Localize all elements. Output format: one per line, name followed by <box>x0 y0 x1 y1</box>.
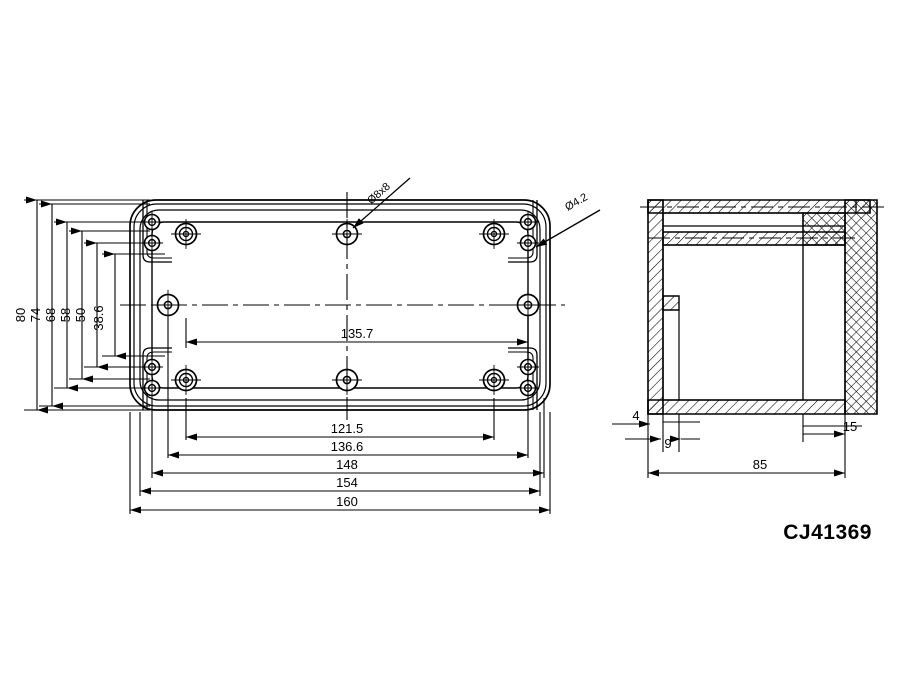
part-number: CJ41369 <box>783 521 872 544</box>
centre-lines <box>120 192 565 420</box>
dim-50-label: 50 <box>73 308 88 322</box>
dim-148-label: 148 <box>336 457 358 472</box>
vertical-dimension-labels: 80 74 68 58 50 38.6 <box>13 305 106 330</box>
vertical-dimensions <box>24 196 165 414</box>
dim-9-label: 9 <box>664 436 671 451</box>
dim-68-label: 68 <box>43 308 58 322</box>
dim-135-7-label: 135.7 <box>341 326 374 341</box>
section-bottom-wall <box>647 399 846 415</box>
section-view: 4 9 15 85 <box>612 199 888 478</box>
dim-160-label: 160 <box>336 494 358 509</box>
dim-74-label: 74 <box>28 308 43 322</box>
section-inner-rib <box>662 295 680 311</box>
dim-38-6-label: 38.6 <box>91 305 106 330</box>
dim-85-label: 85 <box>753 457 767 472</box>
section-end-block <box>802 212 846 246</box>
dim-154-label: 154 <box>336 475 358 490</box>
dim-58-label: 58 <box>58 308 73 322</box>
mounting-flanges <box>142 200 538 410</box>
dim-136-6-label: 136.6 <box>331 439 364 454</box>
dim-121-5-label: 121.5 <box>331 421 364 436</box>
dim-15-label: 15 <box>843 419 857 434</box>
section-dimensions <box>612 414 862 478</box>
horizontal-dimension-labels: 121.5 136.6 148 154 160 <box>331 421 364 509</box>
dim-4-label: 4 <box>632 408 639 423</box>
section-end-cap <box>844 199 878 415</box>
section-dimension-labels: 4 9 15 85 <box>632 408 857 472</box>
section-detail-lines <box>662 200 857 401</box>
dim-80-label: 80 <box>13 308 28 322</box>
horizontal-dimensions <box>129 318 551 514</box>
section-left-wall <box>647 199 664 415</box>
section-centre-lines <box>640 206 888 239</box>
